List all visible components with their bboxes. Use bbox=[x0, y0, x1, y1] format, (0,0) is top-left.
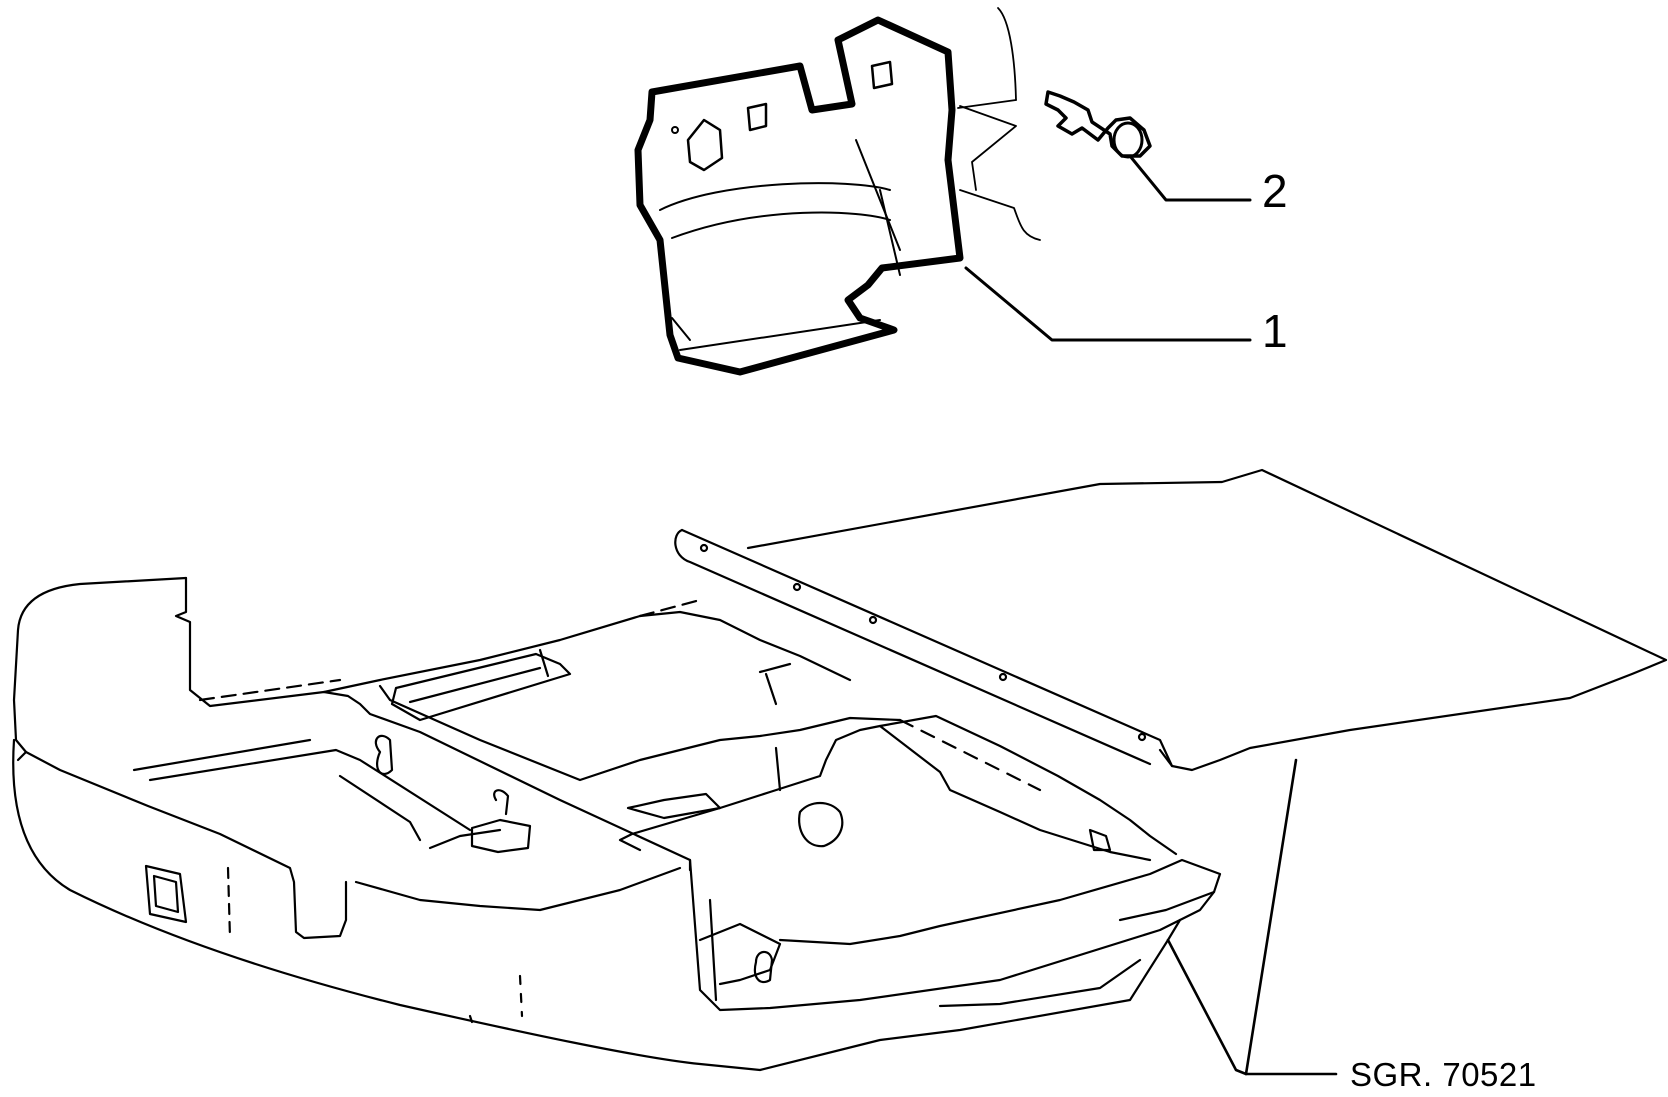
trim-bracket-icon bbox=[634, 16, 1252, 376]
push-clip-fastener-icon bbox=[1044, 90, 1252, 202]
floor-insulation-panel-icon bbox=[12, 576, 1338, 1076]
reference-code: SGR. 70521 bbox=[1350, 1056, 1537, 1093]
callout-label-2: 2 bbox=[1262, 165, 1288, 217]
callout-label-1: 1 bbox=[1262, 305, 1288, 357]
rear-parcel-shelf-icon bbox=[674, 468, 1668, 772]
body-panel-fragment bbox=[957, 7, 1041, 241]
